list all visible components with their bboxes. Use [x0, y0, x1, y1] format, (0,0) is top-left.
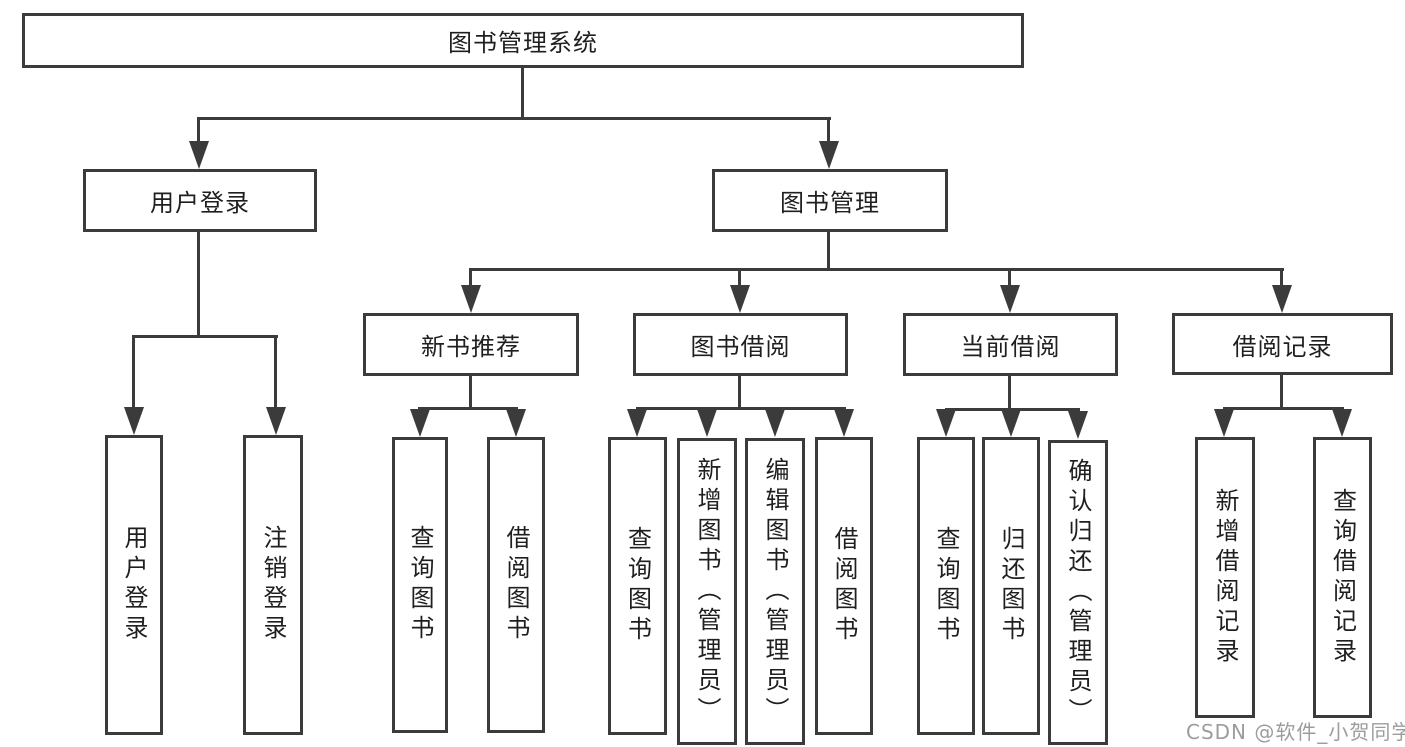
- connector-line: [521, 68, 524, 117]
- connector-line: [469, 268, 472, 287]
- connector-line: [197, 232, 200, 335]
- leaf-user-login: 用户登录: [105, 435, 163, 735]
- connector-line: [197, 117, 200, 143]
- connector-line: [469, 376, 472, 407]
- connector-line: [1223, 407, 1344, 410]
- node-book-management: 图书管理: [712, 169, 948, 232]
- leaf-query-borrow-record: 查询借阅记录: [1313, 437, 1372, 718]
- connector-line: [1280, 268, 1283, 287]
- leaf-label: 借阅图书: [830, 526, 858, 646]
- arrow-down-icon: [819, 141, 839, 169]
- leaf-borrow-book-2: 借阅图书: [815, 437, 873, 735]
- leaf-label: 新增图书（管理员）: [693, 456, 721, 727]
- leaf-label: 确认归还（管理员）: [1064, 457, 1092, 728]
- connector-line: [1008, 268, 1011, 287]
- connector-line: [469, 268, 1284, 271]
- leaf-logout: 注销登录: [243, 435, 303, 735]
- node-new-book-recommend: 新书推荐: [363, 313, 579, 376]
- node-borrow-record: 借阅记录: [1172, 313, 1393, 375]
- leaf-return-book: 归还图书: [982, 437, 1040, 735]
- leaf-add-borrow-record: 新增借阅记录: [1195, 437, 1255, 718]
- connector-line: [827, 232, 830, 268]
- arrow-down-icon: [124, 407, 144, 435]
- connector-line: [132, 335, 278, 338]
- arrow-down-icon: [1214, 409, 1234, 437]
- leaf-label: 归还图书: [997, 526, 1025, 646]
- arrow-down-icon: [765, 409, 785, 437]
- arrow-down-icon: [834, 409, 854, 437]
- arrow-down-icon: [936, 409, 956, 437]
- arrow-down-icon: [189, 141, 209, 169]
- node-root: 图书管理系统: [22, 13, 1024, 68]
- leaf-query-book-3: 查询图书: [917, 437, 975, 735]
- arrow-down-icon: [266, 407, 286, 435]
- leaf-label: 查询图书: [623, 526, 652, 646]
- leaf-edit-book-admin: 编辑图书（管理员）: [745, 438, 805, 745]
- leaf-query-book-2: 查询图书: [608, 437, 667, 735]
- arrow-down-icon: [1000, 285, 1020, 313]
- arrow-down-icon: [1068, 411, 1088, 439]
- leaf-label: 编辑图书（管理员）: [761, 456, 789, 727]
- arrow-down-icon: [627, 409, 647, 437]
- connector-line: [198, 117, 831, 120]
- arrow-down-icon: [1332, 409, 1352, 437]
- connector-line: [274, 335, 277, 409]
- arrow-down-icon: [506, 409, 526, 437]
- arrow-down-icon: [1272, 285, 1292, 313]
- connector-line: [132, 335, 135, 409]
- arrow-down-icon: [730, 285, 750, 313]
- leaf-label: 新增借阅记录: [1211, 487, 1239, 668]
- connector-line: [636, 407, 846, 410]
- csdn-watermark: CSDN @软件_小贺同学: [1186, 720, 1405, 744]
- arrow-down-icon: [461, 285, 481, 313]
- leaf-label: 查询图书: [406, 525, 434, 645]
- leaf-label: 注销登录: [259, 525, 287, 645]
- leaf-query-book-1: 查询图书: [392, 437, 448, 733]
- node-current-borrow: 当前借阅: [903, 313, 1118, 376]
- node-book-borrow: 图书借阅: [633, 313, 848, 376]
- connector-line: [418, 407, 518, 410]
- connector-line: [1280, 375, 1283, 407]
- connector-line: [827, 117, 830, 143]
- leaf-label: 查询图书: [932, 526, 960, 646]
- arrow-down-icon: [410, 409, 430, 437]
- connector-line: [1008, 376, 1011, 408]
- arrow-down-icon: [697, 409, 717, 437]
- leaf-label: 用户登录: [120, 525, 148, 645]
- node-user-login: 用户登录: [83, 169, 317, 232]
- connector-line: [738, 376, 741, 407]
- arrow-down-icon: [1001, 409, 1021, 437]
- leaf-add-book-admin: 新增图书（管理员）: [677, 438, 737, 745]
- leaf-label: 借阅图书: [502, 525, 530, 645]
- leaf-label: 查询借阅记录: [1328, 487, 1357, 668]
- connector-line: [738, 268, 741, 287]
- leaf-borrow-book-1: 借阅图书: [487, 437, 545, 733]
- leaf-confirm-return-admin: 确认归还（管理员）: [1048, 440, 1108, 745]
